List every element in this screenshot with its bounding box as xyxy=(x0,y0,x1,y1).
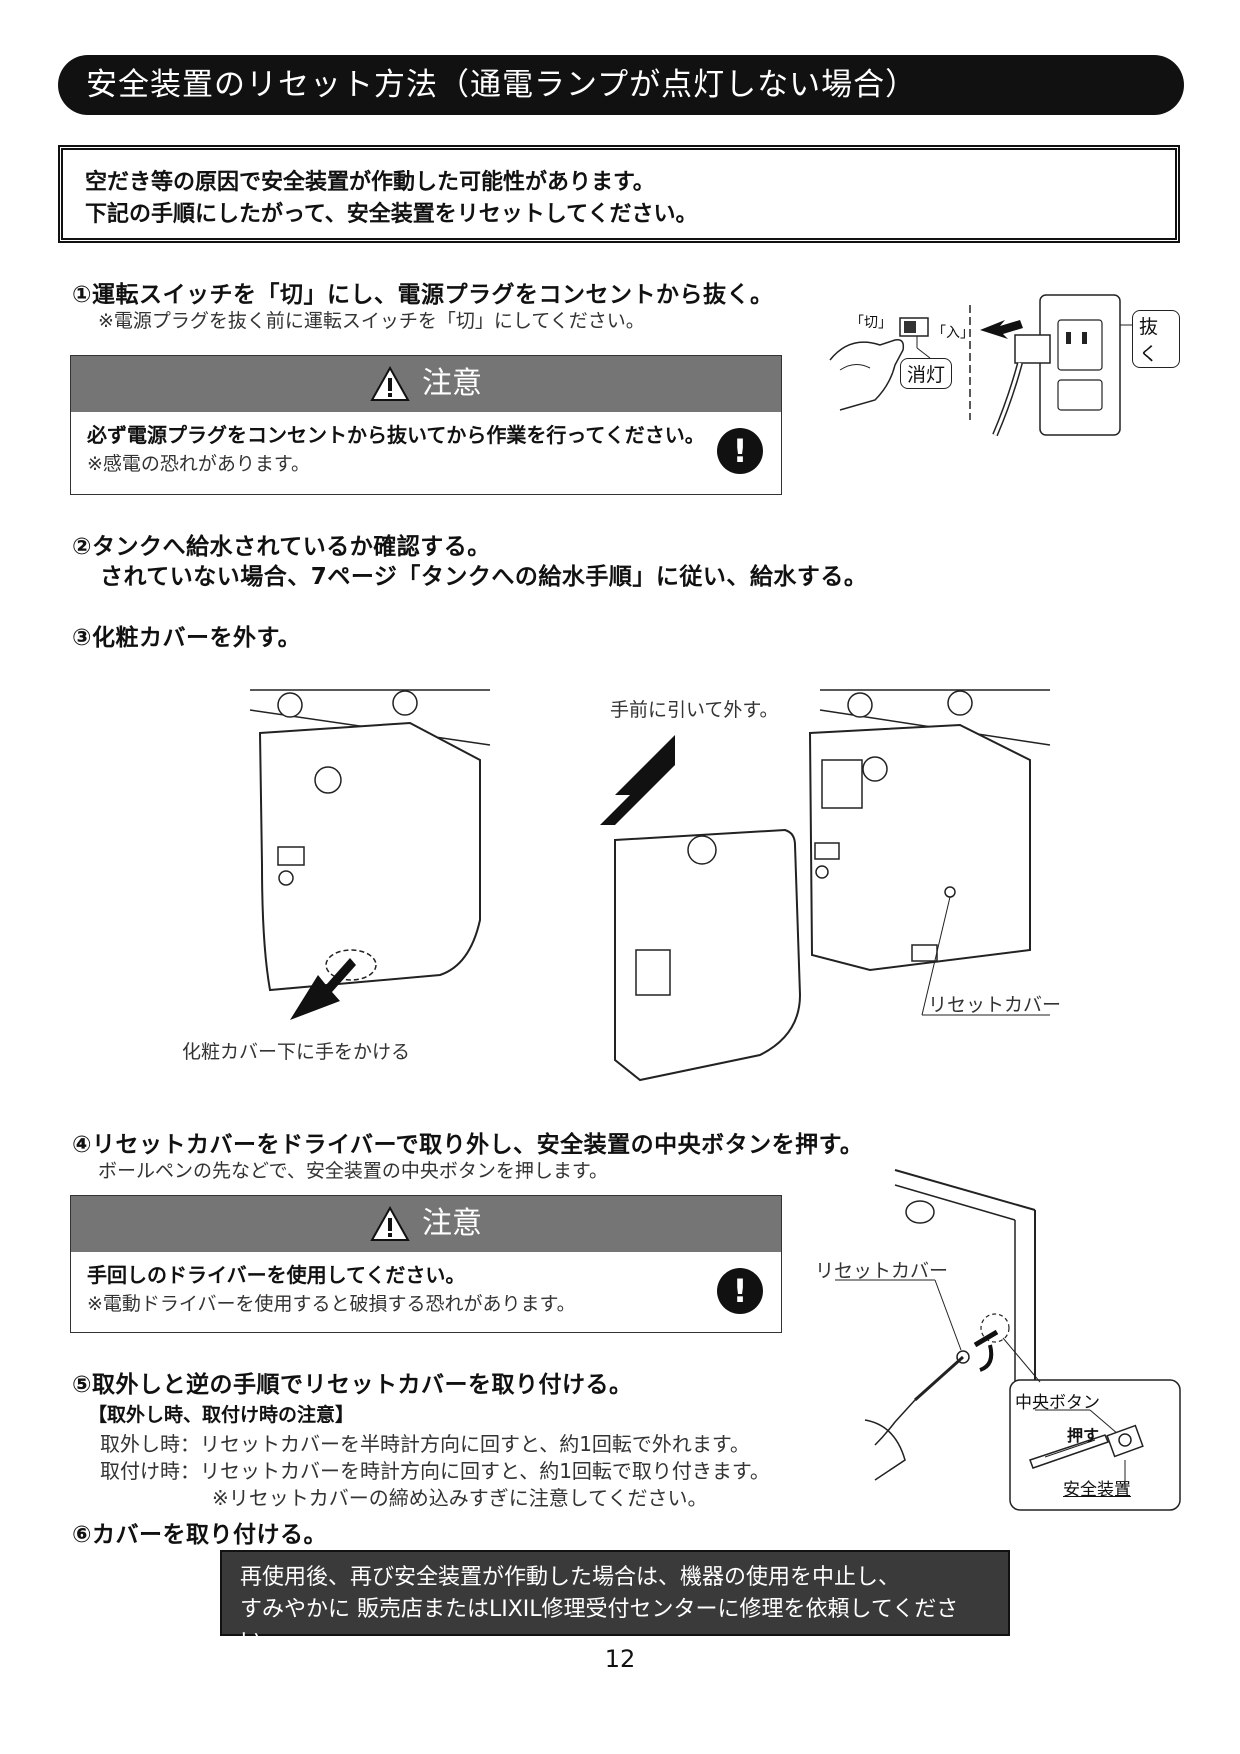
reset-button-illustration xyxy=(835,1169,1181,1511)
step-5-title: ⑤取外しと逆の手順でリセットカバーを取り付ける。 xyxy=(72,1372,633,1398)
warning-triangle-icon xyxy=(370,365,410,401)
notice-line-1: 空だき等の原因で安全装置が作動した可能性があります。 xyxy=(85,170,655,195)
repair-notice-line-2: すみやかに 販売店またはLIXIL修理受付センターに修理を依頼してください。 xyxy=(240,1597,959,1654)
repair-notice-box: 再使用後、再び安全装置が作動した場合は、機器の使用を中止し、 すみやかに 販売店… xyxy=(220,1550,1010,1654)
label-reset-cover-2: リセットカバー xyxy=(815,1260,949,1282)
caution-box-1: 注意 必ず電源プラグをコンセントから抜いてから作業を行ってください。 ※感電の恐… xyxy=(70,355,782,495)
step-2-line-1: ②タンクへ給水されているか確認する。 xyxy=(72,534,491,560)
step-1-title: ①運転スイッチを「切」にし、電源プラグをコンセントから抜く。 xyxy=(72,282,774,308)
caution-heading-1: 注意 xyxy=(422,366,482,401)
label-pull: 抜く xyxy=(1132,310,1180,368)
step-5-subhead: 【取外し時、取付け時の注意】 xyxy=(88,1404,355,1426)
label-off: 「切」 xyxy=(850,315,892,331)
caution-body-2: 手回しのドライバーを使用してください。 ※電動ドライバーを使用すると破損する恐れ… xyxy=(71,1252,781,1326)
warning-triangle-icon xyxy=(370,1205,410,1241)
label-safety-device: 安全装置 xyxy=(1063,1480,1131,1500)
caution-heading-2: 注意 xyxy=(422,1206,482,1241)
unplug-figure: 「切」 「入」 抜く 消灯 xyxy=(820,290,1180,440)
step-5-warning: ※リセットカバーの締め込みすぎに注意してください。 xyxy=(212,1486,708,1510)
caution-header-1: 注意 xyxy=(71,356,781,412)
caution-main-1: 必ず電源プラグをコンセントから抜いてから作業を行ってください。 xyxy=(87,423,705,447)
step-4-note: ボールペンの先などで、安全装置の中央ボタンを押します。 xyxy=(98,1160,608,1182)
caution-note-1: ※感電の恐れがあります。 xyxy=(87,453,311,475)
notice-box: 空だき等の原因で安全装置が作動した可能性があります。 下記の手順にしたがって、安… xyxy=(58,145,1180,243)
step-5-attach: 取付け時：リセットカバーを時計方向に回すと、約1回転で取り付きます。 xyxy=(100,1459,770,1483)
cover-removal-illustration xyxy=(249,689,1051,1082)
mandatory-icon: ! xyxy=(717,428,763,474)
step-1-note: ※電源プラグを抜く前に運転スイッチを「切」にしてください。 xyxy=(98,310,645,332)
section-title: 安全装置のリセット方法（通電ランプが点灯しない場合） xyxy=(86,67,918,103)
page-number: 12 xyxy=(604,1645,636,1673)
section-header: 安全装置のリセット方法（通電ランプが点灯しない場合） xyxy=(58,55,1184,115)
label-center-button: 中央ボタン xyxy=(1015,1393,1100,1413)
step-3-title: ③化粧カバーを外す。 xyxy=(72,625,302,651)
unplug-illustration xyxy=(829,294,1132,437)
label-reset-cover-1: リセットカバー xyxy=(928,994,1062,1016)
step-4-title: ④リセットカバーをドライバーで取り外し、安全装置の中央ボタンを押す。 xyxy=(72,1132,864,1158)
step-2-line-2: されていない場合、7ページ「タンクへの給水手順」に従い、給水する。 xyxy=(100,564,868,590)
label-light-off: 消灯 xyxy=(900,358,953,389)
caution-note-2: ※電動ドライバーを使用すると破損する恐れがあります。 xyxy=(87,1293,576,1315)
notice-line-2: 下記の手順にしたがって、安全装置をリセットしてください。 xyxy=(85,202,698,227)
caution-box-2: 注意 手回しのドライバーを使用してください。 ※電動ドライバーを使用すると破損す… xyxy=(70,1195,782,1333)
label-pull-forward: 手前に引いて外す。 xyxy=(610,699,779,721)
repair-notice-line-1: 再使用後、再び安全装置が作動した場合は、機器の使用を中止し、 xyxy=(240,1565,901,1590)
caution-header-2: 注意 xyxy=(71,1196,781,1252)
label-hand-under-cover: 化粧カバー下に手をかける xyxy=(182,1041,411,1063)
caution-main-2: 手回しのドライバーを使用してください。 xyxy=(87,1263,466,1287)
cover-removal-figure: 化粧カバー下に手をかける 手前に引いて外す。 リセットカバー xyxy=(170,665,1080,1085)
caution-body-1: 必ず電源プラグをコンセントから抜いてから作業を行ってください。 ※感電の恐れがあ… xyxy=(71,412,781,486)
mandatory-icon: ! xyxy=(717,1268,763,1314)
label-on: 「入」 xyxy=(932,325,974,341)
step-5-remove: 取外し時：リセットカバーを半時計方向に回すと、約1回転で外れます。 xyxy=(100,1432,750,1456)
reset-button-figure: リセットカバー 中央ボタン 押す 安全装置 xyxy=(805,1160,1185,1520)
step-6-title: ⑥カバーを取り付ける。 xyxy=(72,1522,327,1548)
label-push: 押す xyxy=(1067,1426,1100,1445)
